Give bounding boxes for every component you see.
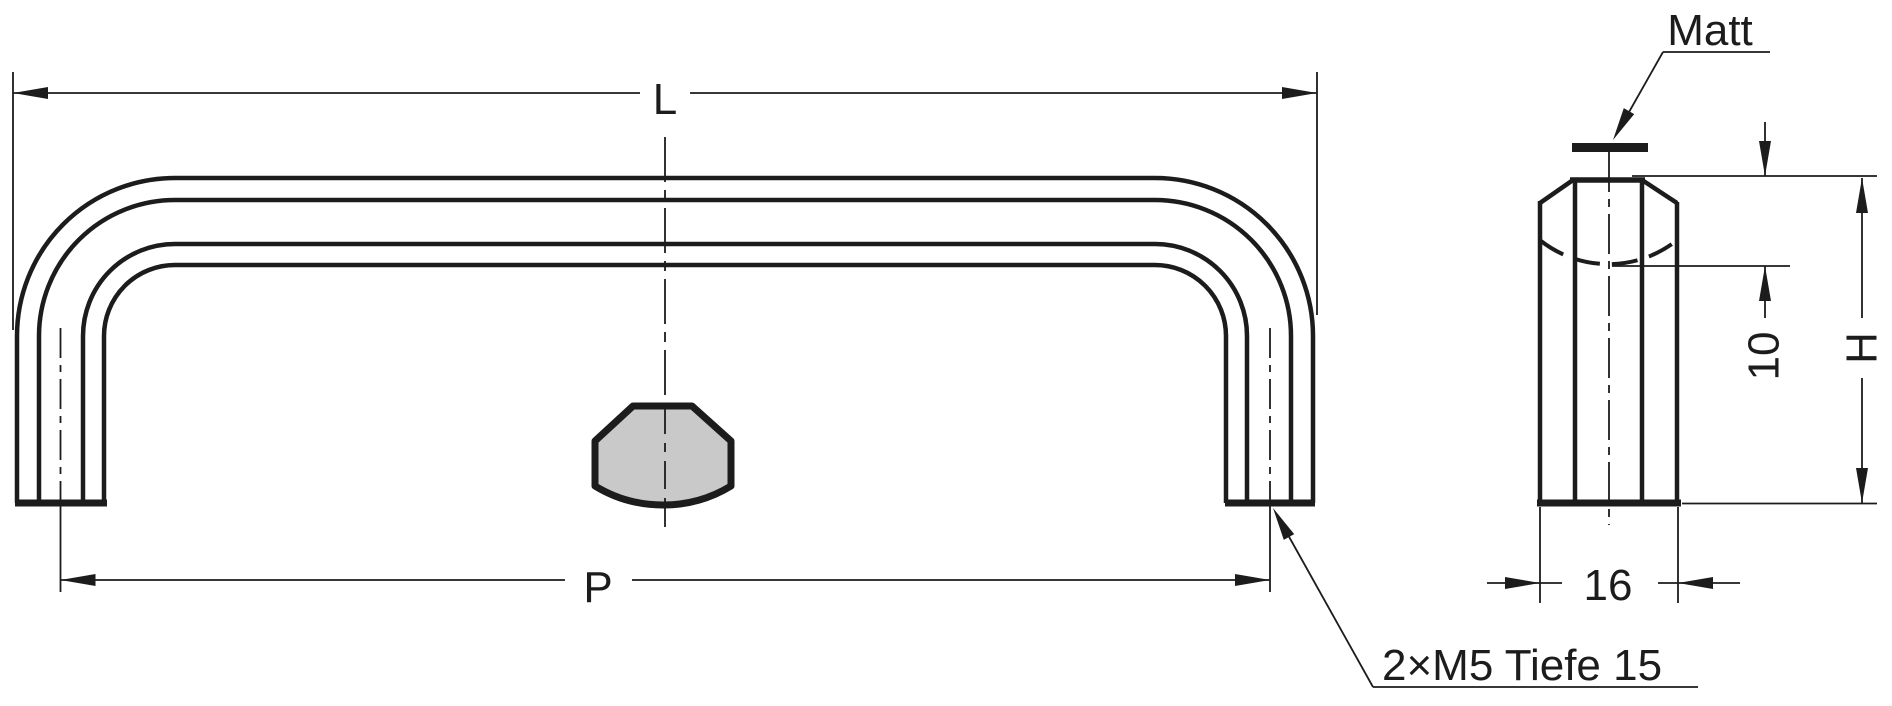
dim-10-label: 10 xyxy=(1740,332,1789,381)
thread-note-leader: 2×M5 Tiefe 15 xyxy=(1273,508,1698,690)
side-chamfer-right xyxy=(1640,178,1679,205)
dimension-L: L xyxy=(12,72,1318,330)
side-hidden-arc xyxy=(1539,239,1678,267)
dim-L-label: L xyxy=(653,75,677,124)
dim-16-label: 16 xyxy=(1584,561,1633,610)
dimension-16: 16 xyxy=(1487,507,1740,610)
dimension-P: P xyxy=(59,506,1271,612)
dim-H-arrow-down xyxy=(1856,468,1868,503)
dim-H-label: H xyxy=(1838,332,1887,364)
dim-10-arrow-up xyxy=(1759,266,1771,301)
matt-label: Matt xyxy=(1667,6,1753,55)
dim-16-arrow-left-tip xyxy=(1678,577,1713,589)
dim-P-arrow-left xyxy=(60,574,96,586)
dimension-H: H xyxy=(1682,178,1887,505)
dimension-10: 10 xyxy=(1612,122,1877,380)
dim-L-arrow-left xyxy=(13,87,48,99)
dim-L-arrow-right xyxy=(1282,87,1317,99)
dim-10-arrow-down xyxy=(1759,141,1771,176)
dim-16-arrow-right-tip xyxy=(1505,577,1540,589)
matt-leader: Matt xyxy=(1613,6,1770,140)
thread-leader-diagonal xyxy=(1277,516,1374,688)
side-chamfer-left xyxy=(1538,178,1575,205)
handle-front-view xyxy=(14,137,1316,527)
dim-P-label: P xyxy=(583,563,612,612)
thread-leader-arrowhead xyxy=(1273,508,1295,540)
handle-side-view xyxy=(1537,143,1681,525)
dim-H-arrow-up xyxy=(1856,178,1868,213)
grip-cross-section xyxy=(591,402,735,509)
thread-note-label: 2×M5 Tiefe 15 xyxy=(1382,641,1662,690)
dim-P-arrow-right xyxy=(1235,574,1270,586)
matt-leader-arrowhead xyxy=(1613,108,1635,140)
